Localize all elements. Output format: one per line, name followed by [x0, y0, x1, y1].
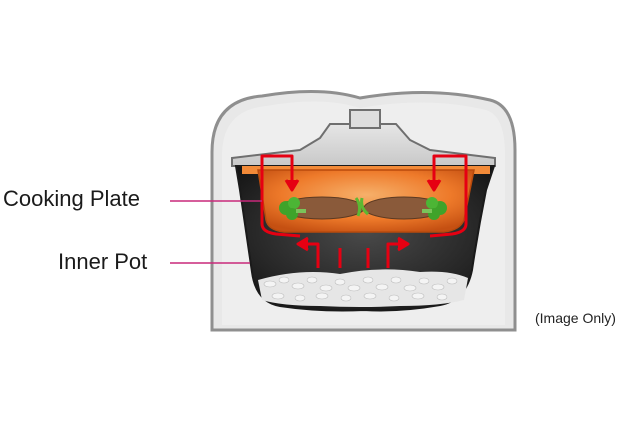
rice — [258, 269, 468, 307]
steam-arrows — [260, 154, 468, 268]
cooking-plate-label: Cooking Plate — [3, 186, 140, 211]
steam-vent — [349, 109, 381, 129]
broccoli-right — [422, 197, 447, 220]
image-only-note: (Image Only) — [535, 310, 616, 326]
broccoli-left — [279, 197, 306, 220]
inner-pot-label: Inner Pot — [58, 249, 148, 274]
